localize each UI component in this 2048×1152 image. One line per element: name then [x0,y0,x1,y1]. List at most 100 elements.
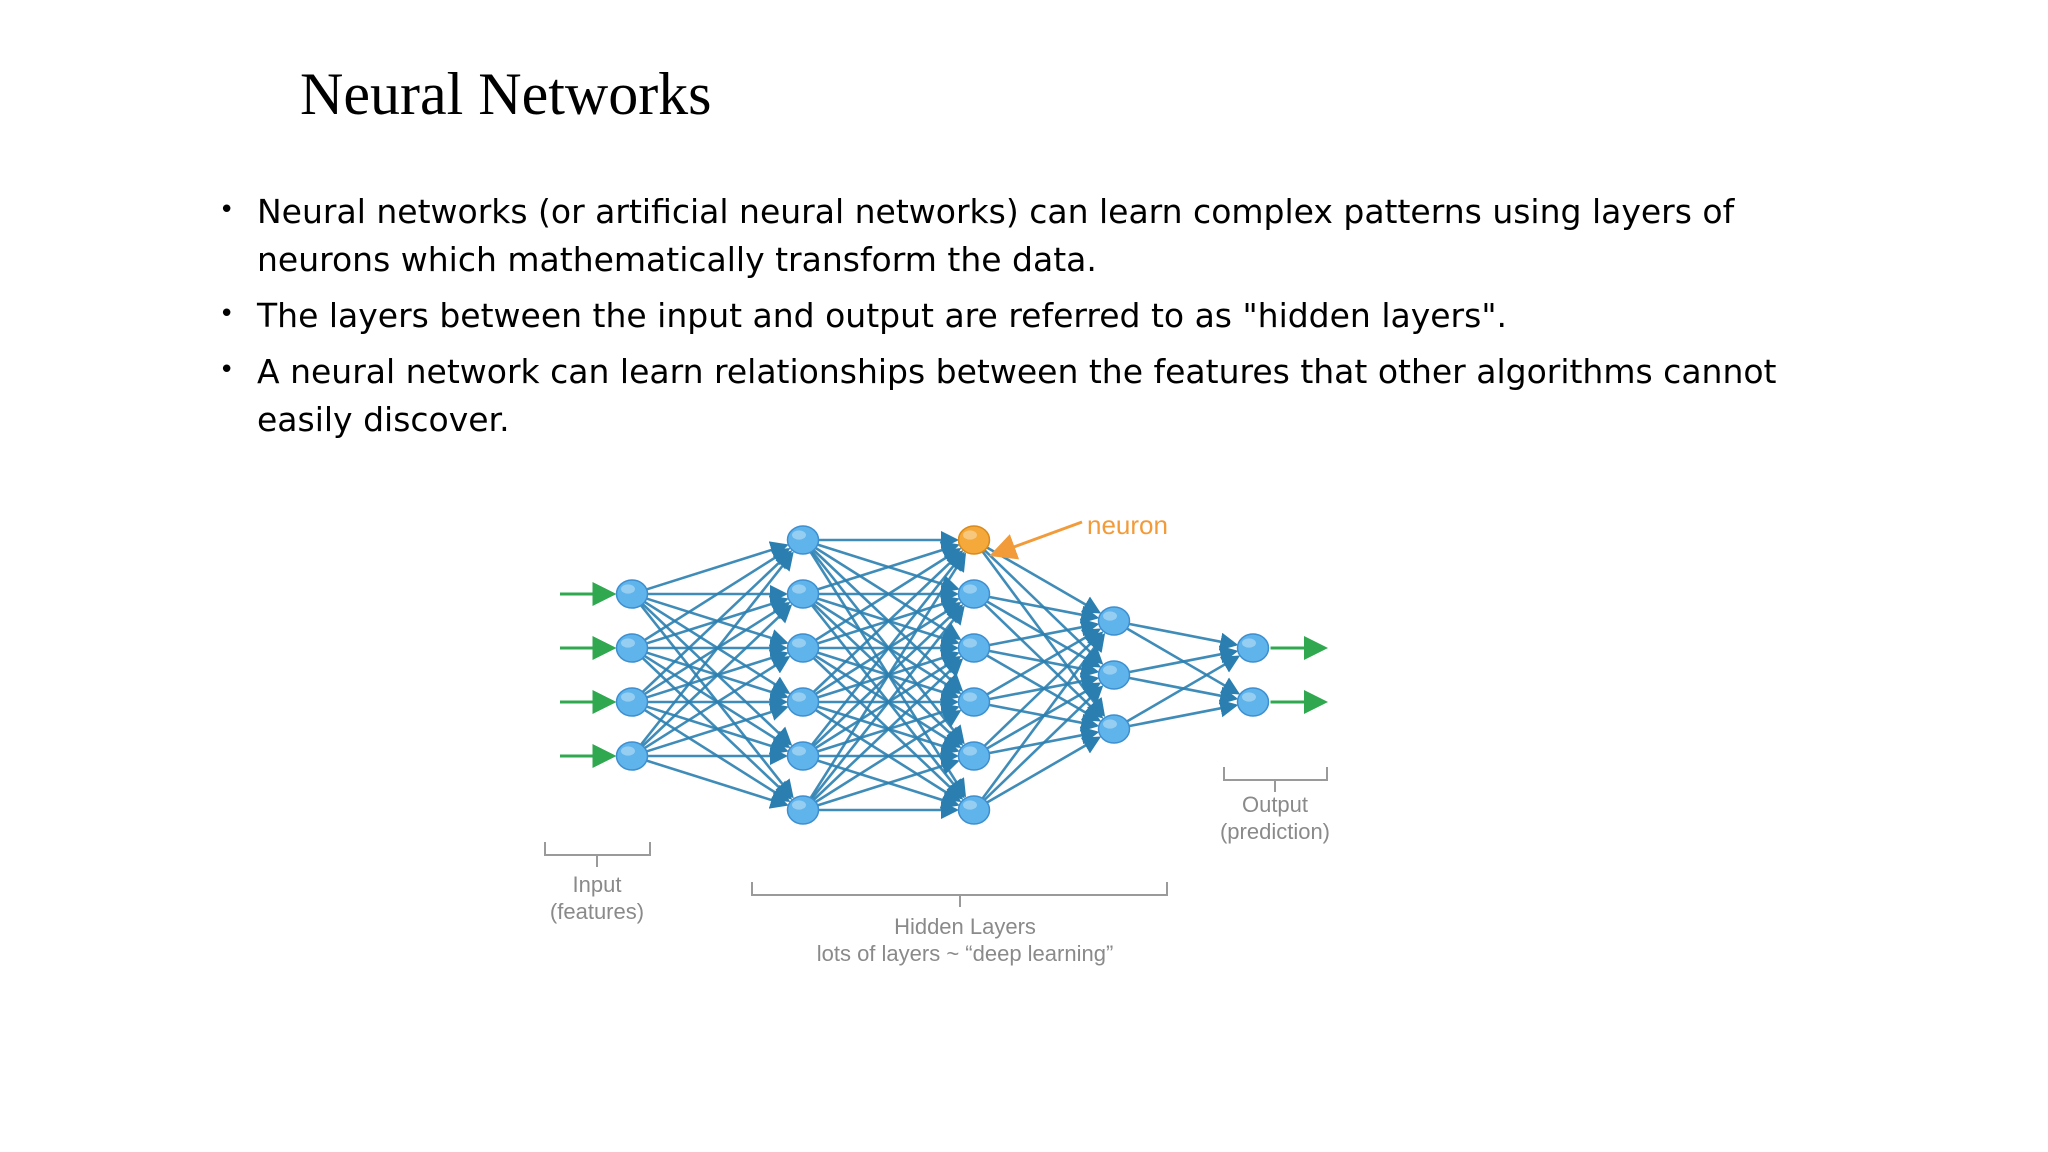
network-edge [802,593,964,746]
network-edge [631,595,789,650]
bullet-text: A neural network can learn relationships… [257,352,1777,439]
network-edge [973,592,1100,624]
network-edge [973,646,1100,678]
neuron-highlight [963,638,977,648]
network-edge [631,547,791,650]
neuron-highlight [963,746,977,756]
network-edge [631,649,789,704]
hidden-label: Hidden Layers [894,914,1036,939]
network-edge [631,593,793,746]
neuron-highlight [1242,638,1256,648]
neuron [786,741,820,771]
network-edge [631,592,791,695]
input-bracket [544,842,651,867]
network-edge [973,700,1100,732]
network-edge [631,655,791,758]
bullet-dot: • [219,195,235,225]
neuron-highlight [963,692,977,702]
network-edge [630,551,794,757]
bullet-list: • Neural networks (or artificial neural … [215,188,1805,452]
network-edge [1113,655,1241,731]
network-edge [802,703,960,758]
hidden-bracket [751,882,1168,907]
io-arrows [560,582,1328,768]
neuron-highlight [792,530,806,540]
neuron-label: neuron [1087,510,1168,540]
neuron [786,579,820,609]
neuron [615,579,649,609]
neuron [1236,633,1270,663]
network-edge [801,605,965,811]
neuron-highlight [1103,665,1117,675]
neuron-highlight [792,800,806,810]
neuron [615,687,649,717]
network-edge [973,628,1102,704]
neuron-highlight [792,692,806,702]
network-edge [631,550,793,703]
bullet-text: Neural networks (or artificial neural ne… [257,192,1735,279]
neuron-pointer-arrow [989,520,1083,560]
network-edge [802,709,962,812]
network-edge [1113,619,1241,695]
network-edge [973,682,1102,758]
network-edge [973,726,1100,758]
network-edge [802,754,960,809]
neuron-highlight [963,584,977,594]
neuron-highlight [621,692,635,702]
neuron [786,633,820,663]
neuron [957,687,991,717]
network-edge [973,672,1100,704]
network-edge [802,604,964,757]
network-edge [802,757,960,812]
network-edge [802,592,962,695]
network-edge [802,539,964,692]
network-edge [802,649,960,704]
network-edge [631,604,793,757]
highlighted-neuron [957,525,991,555]
network-edge [802,700,962,803]
network-edge [630,593,794,799]
neuron-highlight [1103,611,1117,621]
bullet-dot: • [219,299,235,329]
network-edge [802,538,962,641]
network-edge [802,550,964,703]
network-edge [973,736,1102,812]
neuron [957,633,991,663]
network-edge [1113,645,1239,677]
neuron-highlight [792,746,806,756]
neuron [786,687,820,717]
neuron [1097,660,1131,690]
network-edge [802,601,962,704]
neuron-highlight [621,638,635,648]
bullet-item: • Neural networks (or artificial neural … [215,188,1805,284]
input-label: Input [573,872,622,897]
neuron [786,795,820,825]
network-edge [802,646,962,749]
neuron [786,525,820,555]
network-edge [1113,699,1239,731]
neuron-highlight [963,530,977,540]
neuron-highlight [963,800,977,810]
network-edge [631,700,789,755]
network-edge [802,547,962,650]
network-edge [631,700,791,803]
network-edge [973,593,1104,719]
output-bracket [1223,767,1328,792]
network-edge [631,646,791,749]
network-edge [973,685,1104,811]
neuron [615,741,649,771]
bullet-text: The layers between the input and output … [257,296,1507,335]
network-edge [802,647,964,800]
network-edge [973,539,1104,665]
network-edges [630,530,1241,820]
network-edge [973,631,1104,757]
neuron-highlight [1103,719,1117,729]
neuron [615,633,649,663]
network-edge [802,700,960,755]
neuron-highlight [621,584,635,594]
neuron [1097,714,1131,744]
neuron [957,795,991,825]
network-edge [631,646,789,701]
neuron-highlight [792,584,806,594]
output-label: Output [1242,792,1308,817]
